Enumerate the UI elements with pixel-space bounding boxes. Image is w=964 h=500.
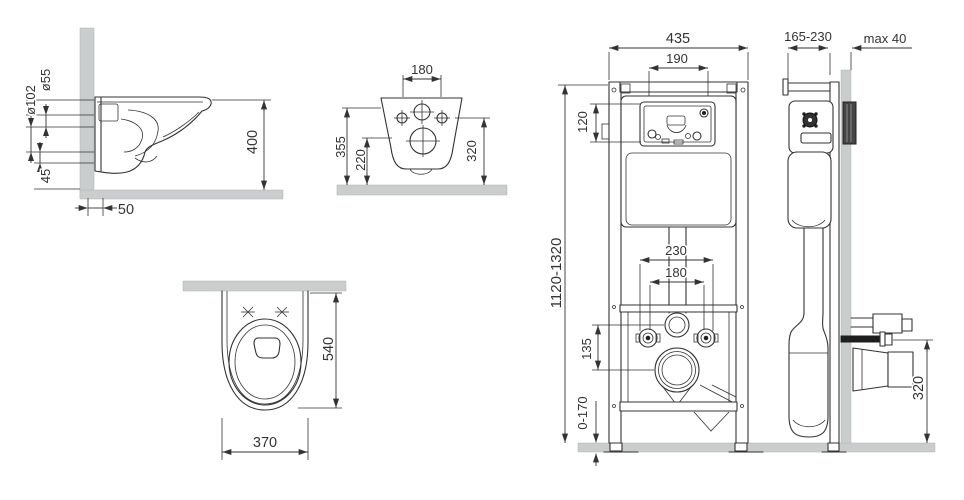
dim-label-dia102: ø102 xyxy=(23,85,38,115)
frame-front-view: 435 190 120 1120-1320 230 180 xyxy=(547,30,936,466)
dim-label-depth-range: 165-230 xyxy=(784,29,832,44)
mounting-stud-left xyxy=(635,328,661,348)
dim-label-front-180: 180 xyxy=(665,265,687,280)
toilet-top-view: 540 370 xyxy=(182,280,347,460)
toilet-rear-outline xyxy=(380,97,463,175)
dim-label-220: 220 xyxy=(353,149,368,171)
water-supply-elbow xyxy=(850,313,913,334)
dim-label-side-320: 320 xyxy=(911,376,927,400)
frame-top-crossbar xyxy=(619,81,738,93)
dim-label-230: 230 xyxy=(665,243,687,258)
frame-bottom-crossbar xyxy=(619,401,738,412)
frame-side-view: 165-230 max 40 320 xyxy=(782,28,933,453)
wall-surface xyxy=(840,69,852,444)
dim-label-135: 135 xyxy=(579,338,594,360)
dim-label-max-wall: max 40 xyxy=(864,31,907,46)
dim-label-floor-range: 0-170 xyxy=(575,396,590,429)
wall-mount-block xyxy=(842,101,857,145)
dim-label-45: 45 xyxy=(38,169,53,183)
seat-outline xyxy=(228,318,302,406)
toilet-profile xyxy=(94,96,212,174)
mounting-stud-right xyxy=(693,328,719,348)
wall-surface xyxy=(79,27,95,199)
dim-label-355: 355 xyxy=(333,136,348,158)
floor-surface xyxy=(79,189,284,200)
frame-foot xyxy=(827,442,840,452)
dim-label-400: 400 xyxy=(245,130,261,154)
floor-surface xyxy=(336,184,508,196)
dim-label-370: 370 xyxy=(253,435,277,451)
frame-mid-crossbar xyxy=(619,304,738,313)
toilet-rear-view: 180 355 220 320 xyxy=(332,61,508,196)
cistern-front-panel xyxy=(625,152,732,226)
drain-connector xyxy=(654,347,700,405)
frame-rail-right xyxy=(735,81,749,444)
toilet-side-view: ø55 ø102 45 400 50 xyxy=(22,27,284,220)
dim-label-120: 120 xyxy=(575,111,590,133)
frame-rail-left xyxy=(608,81,622,444)
threaded-stud xyxy=(840,331,893,347)
dim-label-540: 540 xyxy=(321,337,337,361)
dim-label-height-range: 1120-1320 xyxy=(548,238,565,309)
dim-label-50: 50 xyxy=(118,202,134,218)
cistern-side-profile xyxy=(787,100,834,229)
dim-label-190: 190 xyxy=(666,51,688,66)
adjustable-feet xyxy=(603,442,764,453)
dim-label-dia55: ø55 xyxy=(38,69,53,91)
water-inlet-connector xyxy=(664,312,690,338)
flush-pipe-and-trap xyxy=(788,227,829,438)
waste-outlet xyxy=(852,347,914,392)
access-window xyxy=(639,101,716,147)
flush-opening xyxy=(253,337,281,359)
side-extension-lines xyxy=(26,99,271,190)
floor-surface xyxy=(577,442,936,453)
toilet-top-outline xyxy=(221,290,309,411)
top-wall-bracket xyxy=(782,78,831,96)
bolt-cap-marks xyxy=(241,306,289,318)
dim-label-rear-320: 320 xyxy=(464,140,479,162)
wall-surface xyxy=(182,280,347,292)
dim-label-rear-180: 180 xyxy=(411,62,433,77)
dim-label-435: 435 xyxy=(666,31,690,47)
